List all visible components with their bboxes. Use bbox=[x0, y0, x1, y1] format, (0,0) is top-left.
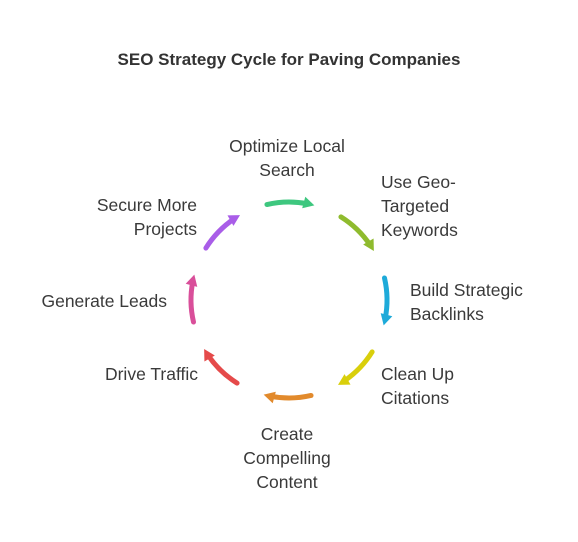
arrow-use-geo-targeted-keywords-head bbox=[363, 238, 374, 251]
arrow-create-compelling-content bbox=[263, 391, 314, 404]
arrow-drive-traffic bbox=[204, 349, 240, 386]
arrow-clean-up-citations bbox=[338, 349, 375, 385]
diagram-title: SEO Strategy Cycle for Paving Companies bbox=[117, 50, 461, 69]
arrow-optimize-local-search-arc bbox=[264, 199, 311, 208]
arrow-optimize-local-search-head bbox=[302, 196, 315, 209]
arrow-generate-leads-arc bbox=[188, 278, 197, 325]
arrow-create-compelling-content-arc bbox=[267, 392, 314, 401]
arrow-build-strategic-backlinks-head bbox=[380, 313, 393, 326]
arrow-secure-more-projects-head bbox=[227, 215, 240, 226]
arrow-build-strategic-backlinks bbox=[380, 275, 393, 326]
arrow-drive-traffic-arc bbox=[205, 352, 240, 386]
step-label-generate-leads: Generate Leads bbox=[41, 291, 167, 311]
arrow-optimize-local-search bbox=[264, 196, 315, 209]
arrow-use-geo-targeted-keywords-arc bbox=[338, 214, 373, 248]
arrow-secure-more-projects-arc bbox=[203, 216, 237, 251]
arrow-generate-leads bbox=[185, 274, 198, 325]
arrow-secure-more-projects bbox=[203, 215, 240, 251]
step-label-drive-traffic: Drive Traffic bbox=[104, 364, 198, 384]
arrow-clean-up-citations-arc bbox=[341, 349, 375, 384]
arrow-build-strategic-backlinks-arc bbox=[381, 275, 390, 322]
arrow-clean-up-citations-head bbox=[338, 374, 351, 385]
arrow-generate-leads-head bbox=[185, 274, 198, 287]
arrow-drive-traffic-head bbox=[204, 349, 215, 362]
arrow-create-compelling-content-head bbox=[263, 391, 276, 404]
arrow-use-geo-targeted-keywords bbox=[338, 214, 374, 251]
